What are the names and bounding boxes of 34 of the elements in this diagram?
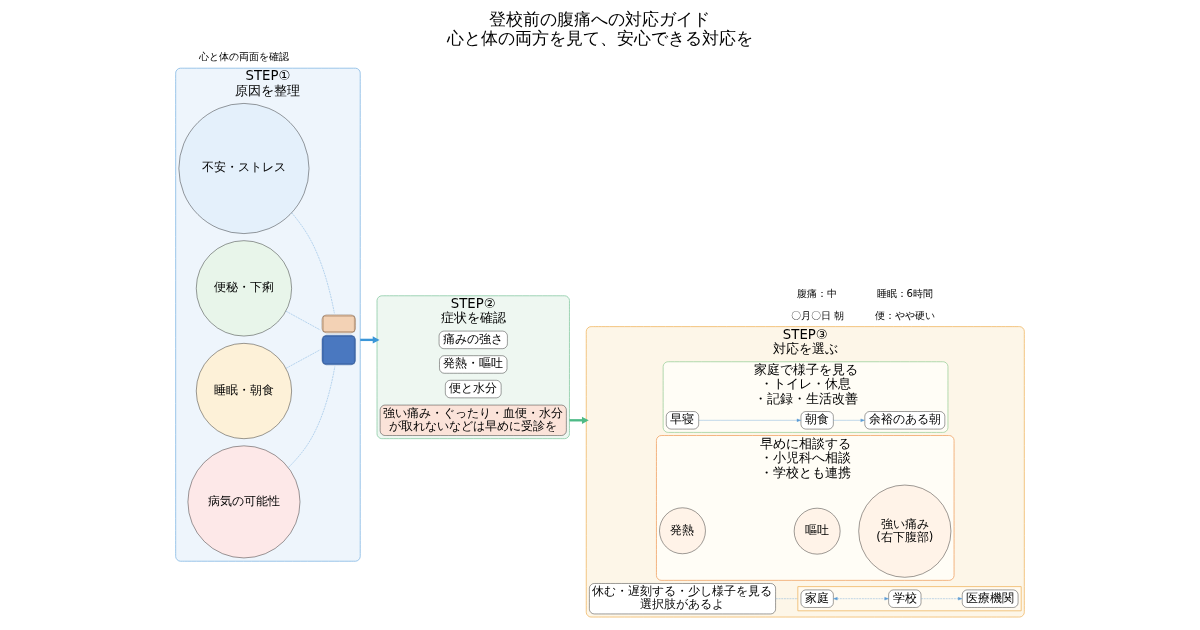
arrow xyxy=(833,418,865,422)
connector xyxy=(285,311,321,331)
node-box: 学校 xyxy=(888,589,922,608)
connector xyxy=(291,212,335,314)
label: 便：やや硬い xyxy=(874,309,935,321)
arrow xyxy=(698,418,802,422)
node-box: 強い痛み・ぐったり・血便・水分が取れないなどは早めに受診を xyxy=(379,404,567,436)
label: 睡眠：6時間 xyxy=(876,288,934,300)
node-circle: 発熱 xyxy=(659,507,706,554)
connector xyxy=(285,349,321,369)
node-box: 医療機関 xyxy=(962,589,1019,608)
node-box: 余裕のある朝 xyxy=(864,411,946,430)
label: 〇月〇日 朝 xyxy=(790,309,844,321)
arrow xyxy=(833,597,889,601)
node-circle: 睡眠・朝食 xyxy=(196,343,292,439)
node-box: 痛みの強さ xyxy=(438,330,508,349)
node-circle: 不安・ストレス xyxy=(178,103,310,234)
connector xyxy=(775,598,799,599)
node-box: 発熱・嘔吐 xyxy=(439,355,508,374)
node-box: 休む・遅刻する・少し様子を見る選択肢があるよ xyxy=(589,583,776,615)
node-box: 朝食 xyxy=(800,411,834,430)
node-circle: 嘔吐 xyxy=(793,508,841,555)
caption: 心と体の両方を見て、安心できる対応を xyxy=(447,27,753,48)
node-circle: 強い痛み (右下腹部) xyxy=(858,484,952,578)
arrow xyxy=(920,597,963,601)
label: 心と体の両面を確認 xyxy=(198,51,289,63)
node-circle: 便秘・下痢 xyxy=(196,240,292,337)
label: 腹痛：中 xyxy=(797,288,838,300)
node-box: 便と水分 xyxy=(445,380,502,399)
connector xyxy=(288,366,336,468)
node-circle: 病気の可能性 xyxy=(187,445,301,559)
node-box: 家庭 xyxy=(800,589,834,608)
diagram-title: 登校前の腹痛への対応ガイド xyxy=(489,9,711,30)
node-box: 早寝 xyxy=(666,411,699,430)
